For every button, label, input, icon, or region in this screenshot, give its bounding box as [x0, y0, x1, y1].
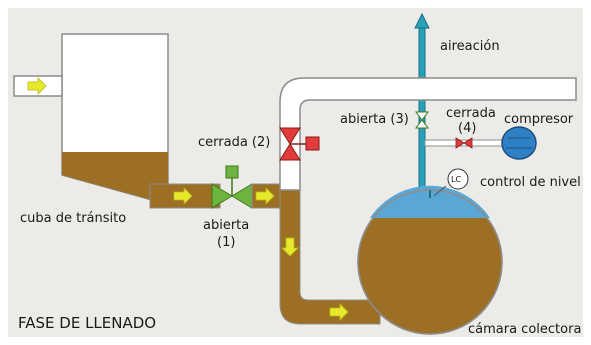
valve3-bottom-icon [415, 119, 429, 129]
valve4-left-icon [455, 137, 465, 149]
valve2-bottom-icon [279, 143, 301, 161]
valve1-left-icon [211, 183, 233, 209]
flow-arrow-down-icon [281, 237, 299, 257]
inlet-arrow-icon [27, 77, 47, 95]
bypass-pipe [279, 77, 577, 191]
label-valve1-state: abierta [203, 218, 249, 233]
label-tank: cuba de tránsito [20, 211, 126, 226]
valve1-actuator-icon [225, 165, 239, 179]
label-aeration: aireación [440, 39, 500, 54]
valve2-actuator-icon [305, 136, 320, 151]
aeration-arrow-icon [414, 12, 430, 29]
sludge-pipe-1 [149, 183, 221, 209]
diagram-title: FASE DE LLENADO [18, 314, 156, 332]
label-valve4-num: (4) [458, 121, 476, 136]
aeration-pipe [418, 25, 426, 195]
label-compressor: compresor [504, 112, 574, 127]
label-level-symbol: LC [451, 175, 461, 184]
label-level-control: control de nivel [480, 175, 581, 190]
valve3-top-icon [415, 111, 429, 121]
compressor-icon [501, 126, 537, 160]
flow-arrow-1-icon [173, 187, 193, 205]
valve4-right-icon [463, 137, 473, 149]
level-control-line [433, 185, 447, 197]
chamber-water-top [370, 185, 490, 218]
label-valve1-num: (1) [217, 235, 235, 250]
label-valve2: cerrada (2) [198, 135, 270, 150]
valve2-top-icon [279, 127, 301, 145]
flow-arrow-bottom-icon [329, 303, 349, 321]
level-control-icon [447, 168, 469, 190]
flow-arrow-2-icon [255, 187, 275, 205]
label-valve4-state: cerrada [446, 106, 496, 121]
label-valve3: abierta (3) [340, 112, 409, 127]
label-chamber: cámara colectora [468, 322, 581, 337]
tank-sludge [62, 152, 168, 200]
